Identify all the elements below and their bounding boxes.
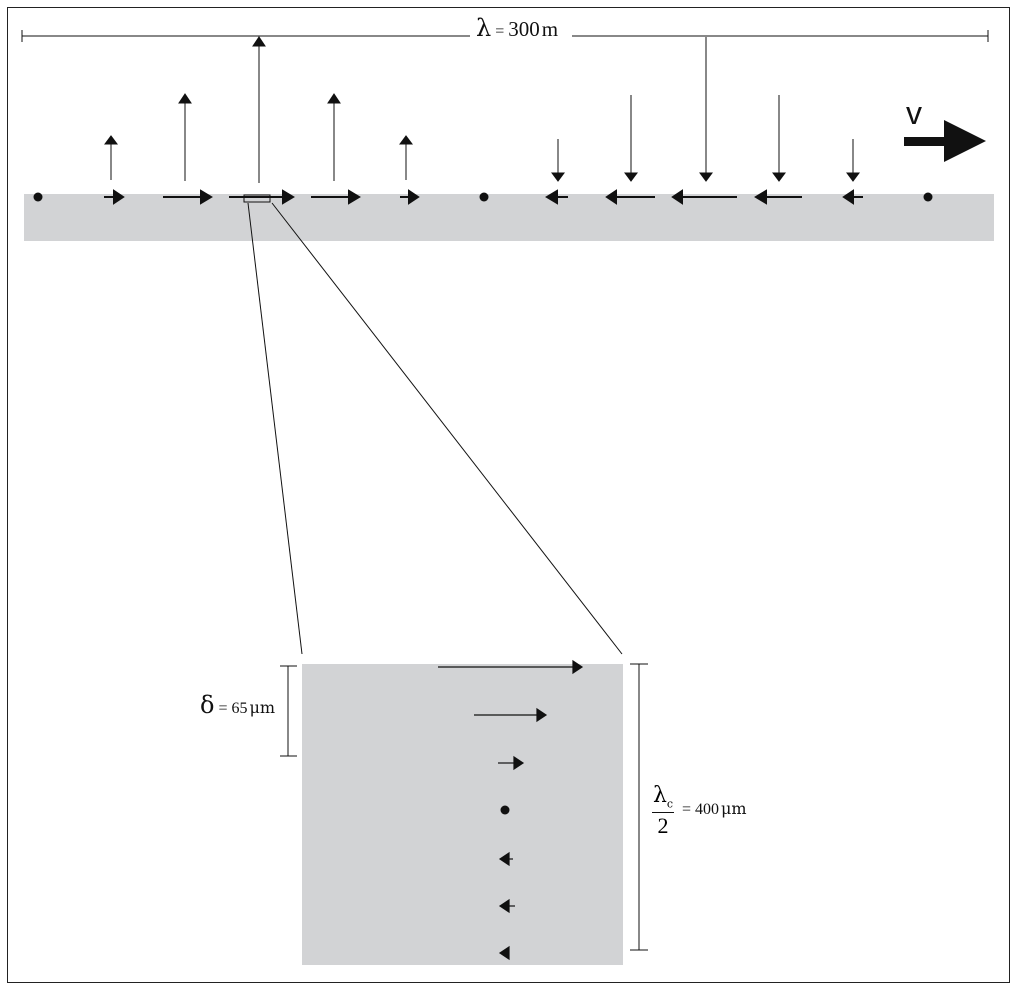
thick-right-arrow-icon bbox=[904, 120, 986, 162]
half-lambda-eq: = bbox=[682, 801, 692, 818]
delta-unit: μm bbox=[249, 698, 276, 717]
wavelength-unit: m bbox=[541, 17, 559, 41]
delta-symbol: δ bbox=[200, 691, 215, 719]
half-lambda-fraction: λc 2 bbox=[652, 785, 674, 837]
node-dot-icon bbox=[479, 192, 489, 202]
lambda-c-subscript: c bbox=[666, 797, 674, 811]
wavelength-label: λ = 300m bbox=[476, 16, 558, 40]
delta-value: 65 bbox=[231, 700, 248, 717]
half-lambda-dimension-bracket bbox=[630, 663, 648, 951]
wavelength-symbol: λ bbox=[476, 14, 492, 42]
delta-eq: = bbox=[218, 700, 228, 717]
wavelength-eq: = bbox=[495, 23, 505, 40]
zoom-connector-lines bbox=[247, 202, 623, 655]
half-lambda-value: 400 bbox=[695, 801, 720, 818]
vertical-arrows-up bbox=[104, 36, 413, 183]
fraction-bar bbox=[652, 812, 674, 814]
fraction-numerator: λc bbox=[652, 783, 674, 811]
zoom-panel bbox=[302, 664, 623, 965]
figure-frame bbox=[7, 7, 1010, 983]
horizontal-velocity-arrows-right bbox=[104, 189, 420, 205]
surface-band bbox=[24, 194, 994, 241]
vertical-arrows-down bbox=[551, 37, 860, 182]
lambda-c-symbol: λ bbox=[652, 783, 667, 808]
wavelength-value: 300 bbox=[508, 17, 540, 41]
half-lambda-unit: μm bbox=[721, 799, 747, 818]
delta-dimension-bracket bbox=[280, 665, 297, 757]
wavelength-dimension-line bbox=[21, 30, 989, 42]
zoom-source-box bbox=[243, 194, 271, 203]
node-dot-icon bbox=[923, 192, 933, 202]
fraction-denominator: 2 bbox=[657, 813, 669, 839]
node-dot-icon bbox=[33, 192, 43, 202]
zoom-node-dot-icon bbox=[500, 805, 510, 815]
velocity-label: v bbox=[906, 95, 922, 131]
zoom-profile-arrows bbox=[438, 659, 584, 961]
horizontal-velocity-arrows-left bbox=[545, 189, 863, 205]
